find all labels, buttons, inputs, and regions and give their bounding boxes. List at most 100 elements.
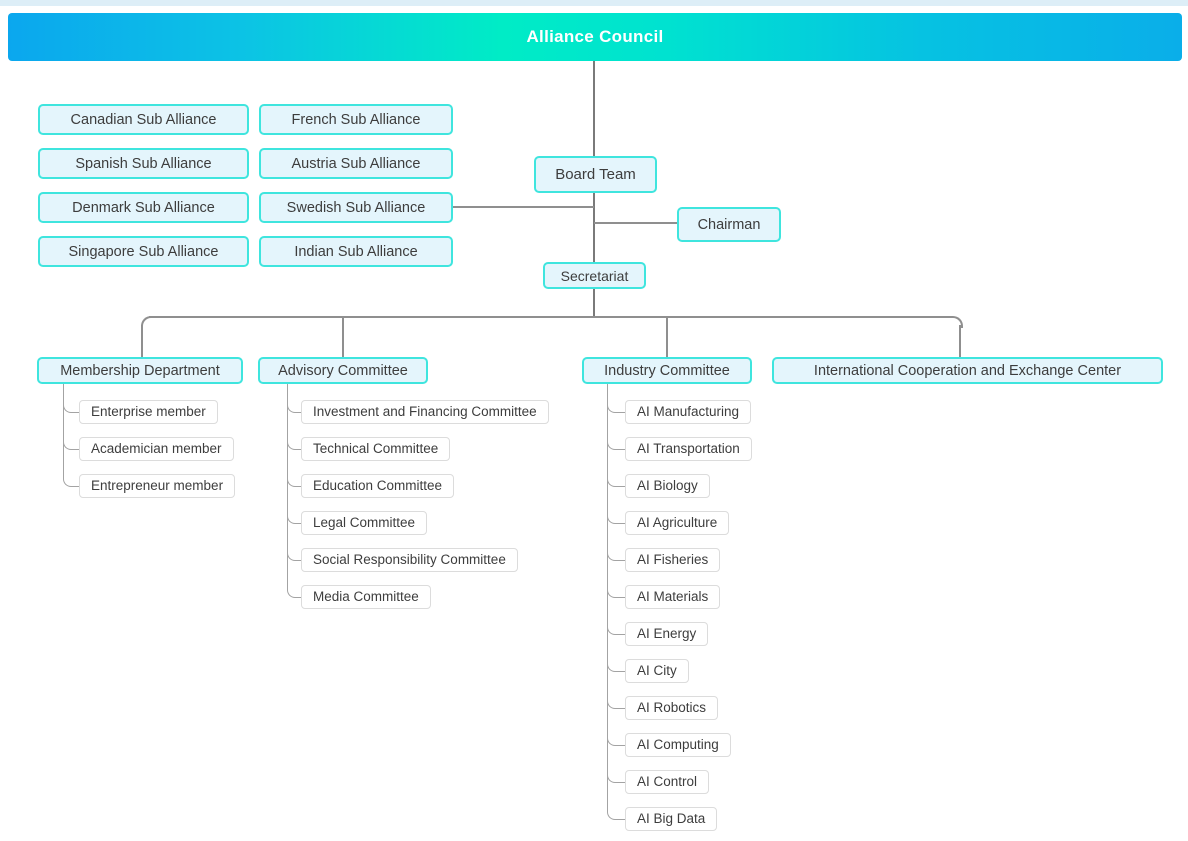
topic-label: Canadian Sub Alliance [70, 111, 217, 128]
leaf-label: Investment and Financing Committee [313, 404, 537, 419]
topic-label: Swedish Sub Alliance [286, 199, 426, 216]
connector-stub-ai-agriculture [607, 514, 626, 524]
leaf-label: Entrepreneur member [91, 478, 224, 493]
connector-stub-ai-city [607, 662, 626, 672]
connector-stub-ai-biology [607, 477, 626, 487]
connector-branch-corner-right [951, 316, 963, 328]
topic-industry-committee[interactable]: Industry Committee [582, 357, 752, 384]
topic-label: Board Team [555, 166, 636, 183]
leaf-ai-robotics[interactable]: AI Robotics [625, 696, 719, 720]
leaf-ai-big-data[interactable]: AI Big Data [625, 807, 718, 831]
leaf-ai-materials[interactable]: AI Materials [625, 585, 721, 609]
connector-stub-education-committee [287, 477, 302, 487]
connector-stub-investment-committee [287, 403, 302, 413]
leaf-label: Enterprise member [91, 404, 206, 419]
topic-label: Denmark Sub Alliance [72, 199, 215, 216]
leaf-label: AI Robotics [637, 700, 707, 715]
leaf-label: Education Committee [313, 478, 443, 493]
leaf-ai-control[interactable]: AI Control [625, 770, 710, 794]
leaf-social-responsibility-committee[interactable]: Social Responsibility Committee [301, 548, 518, 572]
topic-austria-sub-alliance[interactable]: Austria Sub Alliance [259, 148, 453, 179]
topic-international-cooperation-center[interactable]: International Cooperation and Exchange C… [772, 357, 1163, 384]
connector-stub-ai-computing [607, 736, 626, 746]
connector-stub-legal-committee [287, 514, 302, 524]
leaf-enterprise-member[interactable]: Enterprise member [79, 400, 218, 424]
leaf-technical-committee[interactable]: Technical Committee [301, 437, 451, 461]
connector-stub-technical-committee [287, 440, 302, 450]
leaf-legal-committee[interactable]: Legal Committee [301, 511, 428, 535]
topic-canadian-sub-alliance[interactable]: Canadian Sub Alliance [38, 104, 249, 135]
topic-label: Secretariat [560, 267, 629, 284]
topic-board-team[interactable]: Board Team [534, 156, 657, 193]
leaf-label: AI Agriculture [637, 515, 718, 530]
leaf-ai-manufacturing[interactable]: AI Manufacturing [625, 400, 752, 424]
leaf-label: AI Biology [637, 478, 698, 493]
topic-french-sub-alliance[interactable]: French Sub Alliance [259, 104, 453, 135]
leaf-label: Technical Committee [313, 441, 439, 456]
leaf-label: AI Fisheries [637, 552, 709, 567]
leaf-label: Legal Committee [313, 515, 416, 530]
connector-trunk-to-chairman [594, 222, 677, 224]
leaf-ai-energy[interactable]: AI Energy [625, 622, 709, 646]
connector-stub-entrepreneur-member [63, 477, 80, 487]
connector-branch-horizontal [149, 316, 953, 318]
connector-swedish-to-trunk [453, 206, 594, 208]
connector-stub-ai-energy [607, 625, 626, 635]
connector-drop-industry [666, 318, 668, 357]
connector-membership-trunk [63, 384, 64, 478]
leaf-entrepreneur-member[interactable]: Entrepreneur member [79, 474, 236, 498]
topic-membership-department[interactable]: Membership Department [37, 357, 243, 384]
topic-label: Singapore Sub Alliance [68, 243, 219, 260]
topic-denmark-sub-alliance[interactable]: Denmark Sub Alliance [38, 192, 249, 223]
connector-drop-international [959, 325, 961, 357]
leaf-investment-and-financing-committee[interactable]: Investment and Financing Committee [301, 400, 549, 424]
topic-secretariat[interactable]: Secretariat [543, 262, 646, 289]
topic-swedish-sub-alliance[interactable]: Swedish Sub Alliance [259, 192, 453, 223]
connector-stub-enterprise-member [63, 403, 80, 413]
connector-branch-corner-left [141, 316, 153, 328]
topic-spanish-sub-alliance[interactable]: Spanish Sub Alliance [38, 148, 249, 179]
connector-stub-ai-materials [607, 588, 626, 598]
topic-label: French Sub Alliance [291, 111, 421, 128]
topic-label: Austria Sub Alliance [291, 155, 421, 172]
top-edge-strip [0, 0, 1188, 6]
root-topic-alliance-council[interactable]: Alliance Council [8, 13, 1182, 61]
leaf-ai-transportation[interactable]: AI Transportation [625, 437, 752, 461]
leaf-label: Media Committee [313, 589, 419, 604]
leaf-label: AI Energy [637, 626, 697, 641]
connector-advisory-trunk [287, 384, 288, 589]
topic-label: International Cooperation and Exchange C… [813, 362, 1122, 379]
leaf-education-committee[interactable]: Education Committee [301, 474, 455, 498]
leaf-label: AI Manufacturing [637, 404, 740, 419]
connector-drop-advisory [342, 318, 344, 357]
leaf-ai-computing[interactable]: AI Computing [625, 733, 731, 757]
topic-label: Spanish Sub Alliance [75, 155, 212, 172]
topic-advisory-committee[interactable]: Advisory Committee [258, 357, 428, 384]
leaf-label: AI City [637, 663, 677, 678]
leaf-ai-biology[interactable]: AI Biology [625, 474, 710, 498]
connector-stub-ai-big-data [607, 810, 626, 820]
connector-stub-ai-robotics [607, 699, 626, 709]
topic-singapore-sub-alliance[interactable]: Singapore Sub Alliance [38, 236, 249, 267]
root-topic-label: Alliance Council [526, 27, 664, 46]
connector-stub-ai-transportation [607, 440, 626, 450]
leaf-ai-fisheries[interactable]: AI Fisheries [625, 548, 721, 572]
leaf-label: AI Big Data [637, 811, 706, 826]
topic-chairman[interactable]: Chairman [677, 207, 781, 242]
connector-drop-membership [141, 325, 143, 357]
connector-stub-academician-member [63, 440, 80, 450]
topic-label: Membership Department [60, 362, 220, 379]
leaf-ai-city[interactable]: AI City [625, 659, 689, 683]
leaf-label: AI Control [637, 774, 698, 789]
leaf-label: Academician member [91, 441, 222, 456]
topic-label: Advisory Committee [278, 362, 408, 379]
topic-indian-sub-alliance[interactable]: Indian Sub Alliance [259, 236, 453, 267]
leaf-label: AI Transportation [637, 441, 740, 456]
leaf-ai-agriculture[interactable]: AI Agriculture [625, 511, 730, 535]
leaf-media-committee[interactable]: Media Committee [301, 585, 431, 609]
leaf-academician-member[interactable]: Academician member [79, 437, 234, 461]
connector-stub-ai-control [607, 773, 626, 783]
connector-stub-media-committee [287, 588, 302, 598]
topic-label: Indian Sub Alliance [294, 243, 418, 260]
